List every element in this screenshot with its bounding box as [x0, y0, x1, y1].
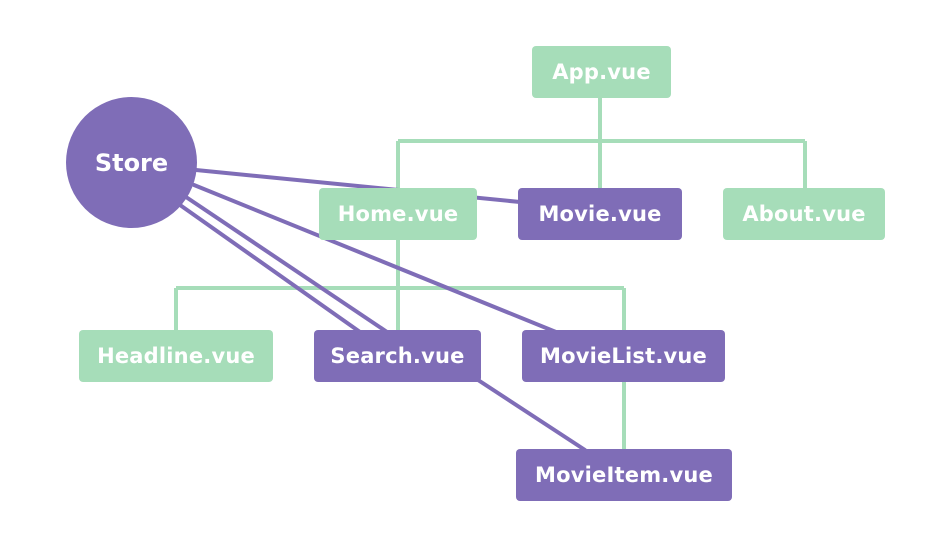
movieitem-vue-node: MovieItem.vue [516, 449, 732, 501]
store-node: Store [66, 97, 197, 228]
store-line-to-search-a [184, 195, 389, 334]
home-vue-node: Home.vue [319, 188, 477, 240]
store-line-to-movielist [192, 183, 558, 334]
about-vue-node: About.vue [723, 188, 885, 240]
app-vue-node: App.vue [532, 46, 671, 98]
headline-vue-node: Headline.vue [79, 330, 273, 382]
movielist-vue-node: MovieList.vue [522, 330, 725, 382]
search-vue-node: Search.vue [314, 330, 481, 382]
movie-vue-node: Movie.vue [518, 188, 682, 240]
store-line-search-to-movieitem [476, 378, 587, 452]
store-line-to-search-b [178, 203, 362, 334]
